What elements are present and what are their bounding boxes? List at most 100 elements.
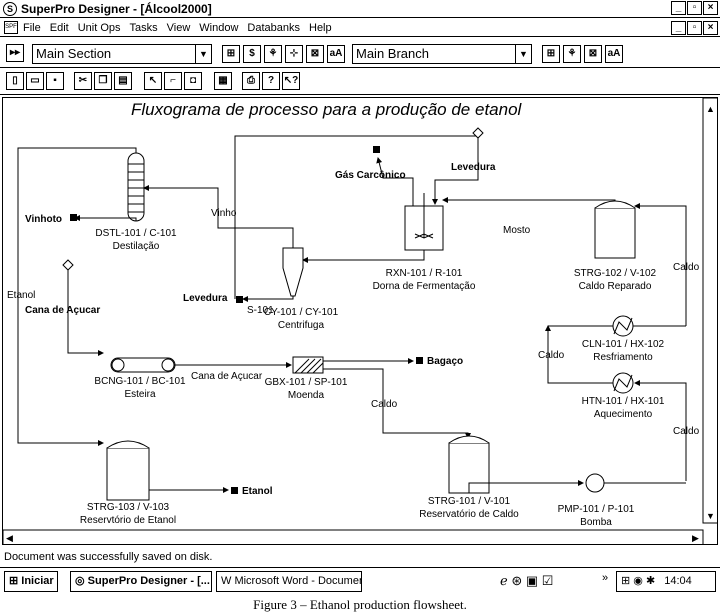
pump[interactable]: [585, 473, 605, 493]
tree-icon[interactable]: ⚘: [264, 45, 282, 63]
branch-font-icon[interactable]: aA: [605, 45, 623, 63]
storage-tank-v103[interactable]: [106, 447, 150, 501]
strg102-name: Caldo Reparado: [579, 281, 652, 292]
scroll-up-icon[interactable]: ▲: [706, 104, 715, 114]
start-label: Iniciar: [21, 575, 54, 587]
task-word-label: Microsoft Word - Documen...: [234, 575, 362, 587]
maximize-button[interactable]: ▫: [687, 1, 702, 15]
flowsheet-canvas[interactable]: Fluxograma de processo para a produção d…: [2, 97, 718, 545]
menu-unit-ops[interactable]: Unit Ops: [77, 21, 121, 34]
scroll-left-icon[interactable]: ◀: [6, 533, 13, 543]
horizontal-scrollbar[interactable]: ◀ ▶: [3, 529, 704, 545]
delete-section-icon[interactable]: ⊠: [306, 45, 324, 63]
stream-bagaco: Bagaço: [427, 356, 463, 367]
superpro-icon: ◎: [75, 575, 85, 587]
menu-help[interactable]: Help: [309, 21, 332, 34]
scroll-down-icon[interactable]: ▼: [706, 511, 715, 521]
bcng-id: BCNG-101 / BC-101: [94, 376, 186, 387]
section-value: Main Section: [36, 46, 112, 61]
print-icon[interactable]: ⎙: [242, 72, 260, 90]
menu-file[interactable]: File: [23, 21, 41, 34]
scroll-right-icon[interactable]: ▶: [692, 533, 699, 543]
close-button[interactable]: ×: [703, 1, 718, 15]
delete-branch-icon[interactable]: ⊠: [584, 45, 602, 63]
gbx-name: Moenda: [288, 390, 325, 401]
strg103-id: STRG-103 / V-103: [87, 502, 170, 513]
chevron-down-icon[interactable]: ▼: [195, 45, 211, 63]
start-button[interactable]: ⊞ Iniciar: [4, 571, 58, 592]
paste-icon[interactable]: ▤: [114, 72, 132, 90]
bagaco-terminal-icon[interactable]: [416, 357, 423, 364]
cut-icon[interactable]: ✂: [74, 72, 92, 90]
storage-tank-v102[interactable]: [594, 207, 636, 259]
select-arrow-icon[interactable]: ↖: [144, 72, 162, 90]
doc-close-button[interactable]: ×: [703, 21, 718, 35]
menu-tasks[interactable]: Tasks: [129, 21, 158, 34]
branch-props-icon[interactable]: ⊞: [542, 45, 560, 63]
stream-caldo-3: Caldo: [673, 426, 700, 437]
tray-app-icon[interactable]: ✱: [645, 575, 656, 587]
open-folder-icon[interactable]: ▭: [26, 72, 44, 90]
menu-databanks[interactable]: Databanks: [247, 21, 300, 34]
desktop-icon[interactable]: ▣: [525, 573, 539, 588]
more-chevron-icon[interactable]: »: [602, 572, 609, 584]
vinhoto-terminal-icon[interactable]: [70, 214, 77, 221]
centrifuge[interactable]: [282, 247, 304, 297]
menu-edit[interactable]: Edit: [49, 21, 69, 34]
graph-icon[interactable]: ⊹: [285, 45, 303, 63]
word-icon: W: [221, 575, 232, 587]
levedura-input-icon[interactable]: [472, 127, 484, 139]
branch-tree-icon[interactable]: ⚘: [563, 45, 581, 63]
section-select[interactable]: Main Section ▼: [32, 44, 212, 64]
copy-icon[interactable]: ❐: [94, 72, 112, 90]
task-superpro[interactable]: ◎ SuperPro Designer - [...: [70, 571, 212, 592]
menu-window[interactable]: Window: [199, 21, 239, 34]
grinder-mill[interactable]: [292, 356, 324, 374]
strg101-name: Reservatório de Caldo: [419, 509, 519, 520]
stream-s101: S-101: [247, 305, 274, 316]
levedura-terminal-icon[interactable]: [236, 296, 243, 303]
report-icon[interactable]: ▦: [214, 72, 232, 90]
cana-input-icon[interactable]: [62, 259, 74, 271]
rxn-id: RXN-101 / R-101: [386, 268, 463, 279]
chevron-down-icon[interactable]: ▼: [515, 45, 531, 63]
branch-select[interactable]: Main Branch ▼: [352, 44, 532, 64]
htn-id: HTN-101 / HX-101: [582, 396, 665, 407]
document-icon[interactable]: SPF: [4, 21, 18, 34]
context-help-icon[interactable]: ↖?: [282, 72, 300, 90]
ie-icon[interactable]: ℯ: [500, 573, 508, 588]
equipment-icon[interactable]: ◘: [184, 72, 202, 90]
section-toolbar: ▸▸ Main Section ▼ ⊞ $ ⚘ ⊹ ⊠ aA Main Bran…: [0, 40, 720, 68]
stream-caldo-4: Caldo: [371, 399, 398, 410]
minimize-button[interactable]: _: [671, 1, 686, 15]
doc-minimize-button[interactable]: _: [671, 21, 686, 35]
status-bar: Document was successfully saved on disk.: [4, 551, 213, 563]
vertical-scrollbar[interactable]: ▲ ▼: [702, 98, 718, 524]
gas-terminal-icon[interactable]: [373, 146, 380, 153]
doc-maximize-button[interactable]: ▫: [687, 21, 702, 35]
font-icon[interactable]: aA: [327, 45, 345, 63]
dollar-icon[interactable]: $: [243, 45, 261, 63]
task-word[interactable]: W Microsoft Word - Documen...: [216, 571, 362, 592]
clock: 14:04: [664, 575, 692, 587]
play-icon[interactable]: ▸▸: [6, 44, 24, 62]
menu-view[interactable]: View: [166, 21, 191, 34]
cln-name: Resfriamento: [593, 352, 653, 363]
etanol-terminal-icon[interactable]: [231, 487, 238, 494]
distillation-column[interactable]: [127, 152, 145, 222]
help-icon[interactable]: ?: [262, 72, 280, 90]
tray-network-icon[interactable]: ⊞: [621, 575, 631, 587]
stream-vinho: Vinho: [211, 208, 237, 219]
tray-volume-icon[interactable]: ◉: [633, 575, 643, 587]
new-file-icon[interactable]: ▯: [6, 72, 24, 90]
connect-icon[interactable]: ⌐: [164, 72, 182, 90]
outlook-icon[interactable]: ⊛: [511, 573, 523, 588]
quick-launch: ℯ ⊛ ▣ ☑: [500, 573, 553, 589]
stream-gas: Gás Carcônico: [335, 170, 406, 181]
app-icon[interactable]: S: [3, 1, 17, 16]
section-props-icon[interactable]: ⊞: [222, 45, 240, 63]
flowsheet-title: Fluxograma de processo para a produção d…: [131, 100, 523, 119]
channels-icon[interactable]: ☑: [541, 573, 554, 588]
cy-name: Centrifuga: [278, 320, 325, 331]
save-icon[interactable]: ▪: [46, 72, 64, 90]
